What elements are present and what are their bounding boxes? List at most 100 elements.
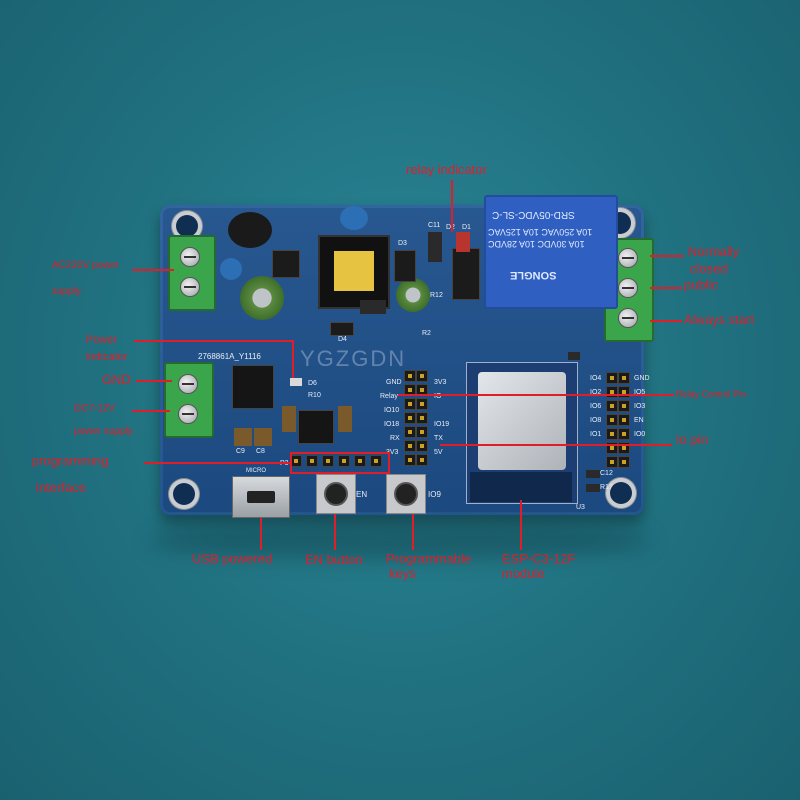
- label-programming: programming: [32, 453, 109, 468]
- terminal-screw: [618, 248, 638, 268]
- electrolytic-capacitor: [240, 276, 284, 320]
- watermark-text: YGZGDN: [300, 346, 407, 371]
- silk-io1: IO1: [590, 431, 602, 438]
- diode-d4: [330, 322, 354, 336]
- capacitor: [282, 406, 296, 432]
- pointer-line: [451, 180, 453, 232]
- silk-board-id: 2768861A_Y1116: [198, 352, 261, 361]
- label-indicator: indicator: [86, 351, 128, 363]
- safety-capacitor: [220, 258, 242, 280]
- pointer-line: [136, 380, 172, 382]
- pointer-line: [520, 500, 522, 550]
- programming-header-highlight: [290, 452, 390, 474]
- silk-3v3-right: 3V3: [434, 379, 447, 386]
- voltage-regulator: [232, 365, 274, 409]
- silk-d2: D2: [446, 224, 455, 231]
- silk-d3: D3: [398, 240, 407, 247]
- terminal-screw: [178, 404, 198, 424]
- capacitor-c12: [586, 470, 600, 478]
- relay-rating-text: 10A 30VDC 10A 28VDC: [488, 239, 585, 249]
- terminal-screw: [178, 374, 198, 394]
- pointer-line: [132, 269, 174, 271]
- label-power-supply: power supply: [74, 426, 133, 437]
- pointer-line: [144, 462, 290, 464]
- ldo-regulator: [298, 410, 334, 444]
- pointer-line: [292, 340, 294, 378]
- label-power: Power: [86, 334, 118, 346]
- relay-module: SRD-05VDC-SL-C 10A 250VAC 10A 125VAC 10A…: [484, 195, 618, 309]
- label-dc-supply: DC7-12V: [74, 403, 116, 414]
- terminal-screw: [180, 247, 200, 267]
- silk-io19: IO19: [434, 421, 450, 428]
- silk-io2: IO2: [590, 389, 602, 396]
- silk-d1: D1: [462, 224, 471, 231]
- label-esp-module: module: [502, 566, 545, 581]
- silk-rx: RX: [390, 435, 400, 442]
- label-interface: interface: [36, 480, 86, 495]
- gpio-header-right: [606, 372, 630, 468]
- label-always-start: Always start: [684, 312, 755, 327]
- silk-r17: R17: [600, 484, 613, 491]
- mounting-hole: [173, 483, 195, 505]
- label-programmable: Programmable: [386, 551, 472, 566]
- relay-brand-text: SONGLE: [510, 269, 557, 281]
- label-io-pin: Io pin: [676, 432, 708, 447]
- silk-en-right: EN: [634, 417, 644, 424]
- mounting-hole: [610, 482, 632, 504]
- label-relay-control-pin: Relay Control Pin: [676, 389, 747, 399]
- silk-io10: IO10: [384, 407, 400, 414]
- varistor: [228, 212, 272, 248]
- terminal-screw: [618, 308, 638, 328]
- label-normally: Normally: [688, 244, 740, 259]
- silk-io9: IO9: [428, 490, 441, 499]
- silk-c8: C8: [256, 448, 265, 455]
- relay-model-text: SRD-05VDC-SL-C: [492, 209, 575, 220]
- pointer-line: [650, 255, 684, 257]
- capacitor-c8: [254, 428, 272, 446]
- silk-gnd-right: GND: [634, 375, 650, 382]
- io9-button[interactable]: [386, 474, 426, 514]
- relay-driver-chip: [452, 248, 480, 300]
- capacitor: [338, 406, 352, 432]
- label-ac220v-supply: supply: [52, 286, 81, 297]
- label-public: public: [684, 277, 718, 292]
- silk-io18: IO18: [384, 421, 400, 428]
- silk-u3: U3: [576, 504, 585, 511]
- rectifier-chip: [272, 250, 300, 278]
- silk-io6: IO6: [590, 403, 602, 410]
- relay-led: [456, 232, 470, 252]
- silk-r2: R2: [422, 330, 431, 337]
- silk-io8: IO8: [590, 417, 602, 424]
- silk-d6: D6: [308, 380, 317, 387]
- silk-usb: MICRO: [246, 468, 266, 474]
- label-ac220v-power: AC220V power: [52, 260, 120, 271]
- label-usb-powered: USB powered: [192, 551, 273, 566]
- en-button-cap: [324, 482, 348, 506]
- label-closed: closed: [690, 261, 728, 276]
- capacitor-c9: [234, 428, 252, 446]
- silk-io4: IO4: [590, 375, 602, 382]
- smd-component: [360, 300, 386, 314]
- pointer-line: [650, 287, 682, 289]
- usb-opening: [247, 491, 275, 503]
- usb-port[interactable]: [232, 476, 290, 518]
- smd-component: [568, 352, 580, 360]
- silk-r12: R12: [430, 292, 443, 299]
- silk-r10: R10: [308, 392, 321, 399]
- x-capacitor: [340, 206, 368, 230]
- power-transformer: [318, 235, 390, 309]
- pointer-line: [398, 394, 674, 396]
- label-esp-module-name: ESP-C3-12F: [502, 551, 576, 566]
- silk-io: IO: [434, 393, 442, 400]
- smd-component: [428, 232, 442, 262]
- terminal-screw: [180, 277, 200, 297]
- pointer-line: [650, 320, 682, 322]
- pointer-line: [260, 518, 262, 550]
- silk-en: EN: [356, 490, 368, 499]
- silk-tx: TX: [434, 435, 443, 442]
- en-button[interactable]: [316, 474, 356, 514]
- relay-rating-text: 10A 250VAC 10A 125VAC: [488, 227, 593, 237]
- silk-c9: C9: [236, 448, 245, 455]
- diode-d3: [394, 250, 416, 282]
- label-relay-indicator: relay indicator: [406, 162, 487, 177]
